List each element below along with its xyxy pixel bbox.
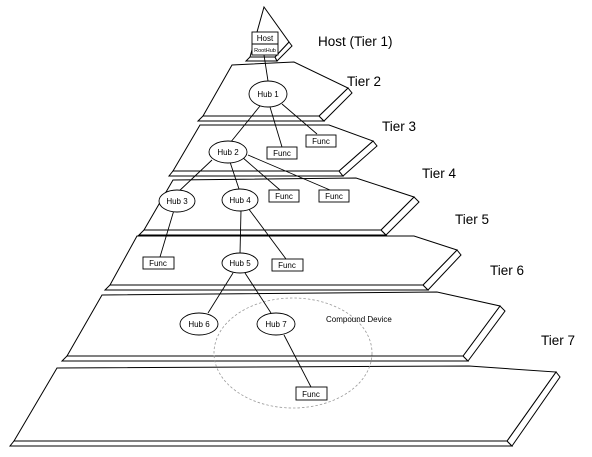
tier-6-label: Tier 6 — [490, 263, 524, 278]
svg-text:Func: Func — [273, 149, 291, 158]
tier-7-label: Tier 7 — [541, 333, 575, 348]
hub-2-node: Hub 2 — [208, 140, 248, 164]
tier-1-label: Host (Tier 1) — [318, 34, 393, 49]
hub-6-node: Hub 6 — [179, 312, 219, 336]
hub-1-node: Hub 1 — [248, 80, 288, 108]
hub-4-node: Hub 4 — [221, 188, 259, 212]
svg-text:Hub 2: Hub 2 — [217, 148, 239, 157]
svg-text:Func: Func — [312, 137, 330, 146]
hub-5-node: Hub 5 — [221, 252, 259, 274]
func-tier-4b: Func — [318, 189, 350, 203]
tier-5-label: Tier 5 — [455, 212, 489, 227]
svg-text:Hub 6: Hub 6 — [188, 320, 210, 329]
func-tier-5b: Func — [271, 258, 304, 272]
func-tier-3b: Func — [305, 134, 337, 148]
func-tier-3a: Func — [266, 146, 298, 160]
svg-text:Func: Func — [275, 192, 293, 201]
host-node: Host RootHub — [251, 31, 279, 56]
compound-device-boundary — [213, 297, 373, 409]
func-tier-5a: Func — [142, 256, 175, 270]
host-title: Host — [257, 34, 274, 43]
svg-text:Hub 4: Hub 4 — [229, 196, 251, 205]
svg-text:Func: Func — [325, 192, 343, 201]
svg-text:Func: Func — [278, 261, 296, 270]
connection-edges — [159, 54, 331, 388]
svg-text:Hub 3: Hub 3 — [166, 197, 188, 206]
tier-4-label: Tier 4 — [422, 166, 456, 181]
svg-text:Func: Func — [302, 390, 320, 399]
hub-7-node: Hub 7 — [256, 312, 296, 336]
func-tier-4a: Func — [268, 189, 300, 203]
tier-7-slab — [8, 365, 561, 447]
hub-3-node: Hub 3 — [158, 189, 196, 213]
func-tier-7: Func — [295, 386, 328, 401]
host-roothub-label: RootHub — [254, 48, 276, 54]
compound-device-label: Compound Device — [326, 315, 392, 324]
svg-text:Hub 5: Hub 5 — [229, 259, 251, 268]
tier-3-label: Tier 3 — [382, 119, 416, 134]
svg-text:Hub 1: Hub 1 — [257, 90, 279, 99]
svg-text:Hub 7: Hub 7 — [265, 320, 287, 329]
svg-text:Func: Func — [149, 259, 167, 268]
tier-2-label: Tier 2 — [347, 74, 381, 89]
